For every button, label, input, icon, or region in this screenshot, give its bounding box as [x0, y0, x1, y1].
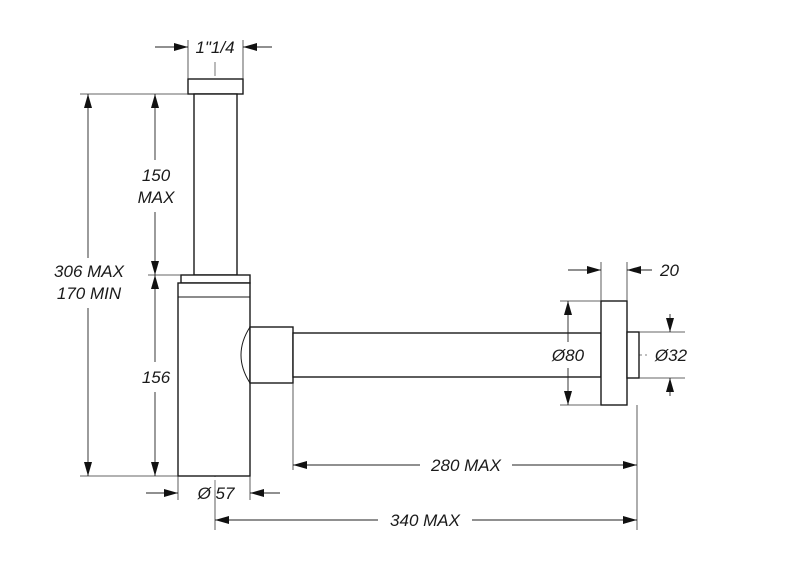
label-tube-height-qualifier: MAX: [138, 188, 176, 207]
label-overall-width: 340 MAX: [390, 511, 461, 530]
extension-lines: [80, 40, 685, 530]
dim-outlet-diameter: [666, 314, 674, 396]
label-total-height-min: 170 MIN: [57, 284, 122, 303]
bottle-body: [177, 282, 251, 477]
dim-pipe-diameter: [564, 301, 572, 405]
collar: [180, 274, 251, 284]
wall-flange: [600, 300, 628, 406]
dim-thread-size: [155, 43, 272, 51]
dim-total-height: [84, 94, 92, 476]
label-body-height: 156: [142, 368, 171, 387]
label-body-diameter: Ø 57: [197, 484, 235, 503]
label-tube-height-value: 150: [142, 166, 171, 185]
dim-body-diameter: [146, 489, 280, 497]
extension-tube: [193, 93, 238, 276]
label-pipe-length: 280 MAX: [430, 456, 502, 475]
dim-overall-width: [215, 516, 637, 524]
label-total-height-max: 306 MAX: [54, 262, 125, 281]
dim-tube-height: [151, 94, 159, 275]
label-outlet-diameter: Ø32: [654, 346, 688, 365]
label-pipe-diameter: Ø80: [551, 346, 585, 365]
outlet-stub: [626, 331, 640, 379]
dim-pipe-length: [293, 461, 637, 469]
top-cap: [187, 78, 244, 95]
outlet-union: [249, 326, 294, 384]
label-flange-thickness: 20: [659, 261, 679, 280]
label-thread-size: 1"1/4: [195, 38, 234, 57]
siphon-body: [177, 78, 251, 477]
dim-flange-thickness: [568, 266, 652, 274]
dim-body-height: [151, 275, 159, 476]
